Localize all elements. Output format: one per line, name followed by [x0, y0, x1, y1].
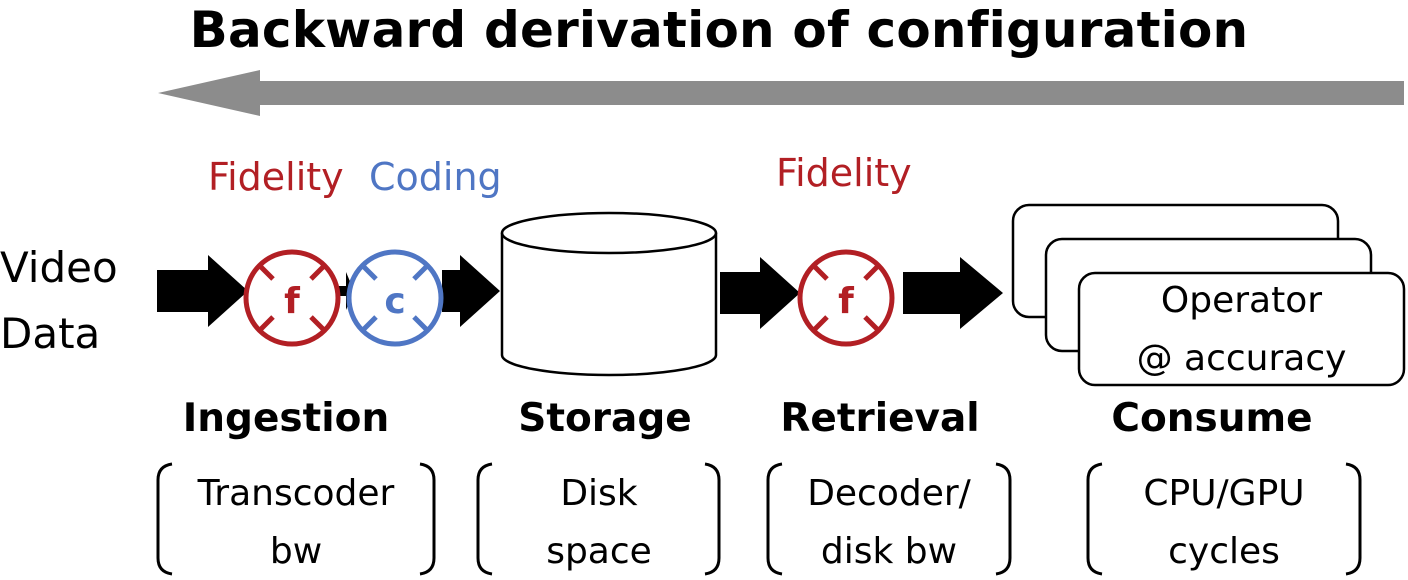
resource-retrieval-line1: Decoder/	[807, 473, 971, 514]
ingestion-coding-label: Coding	[369, 155, 502, 199]
stage-label-ingestion: Ingestion	[182, 396, 390, 441]
ingestion-coding-knob	[346, 249, 444, 347]
stage-label-storage: Storage	[518, 396, 692, 441]
backward-arrow	[158, 70, 1404, 116]
stage-label-consume: Consume	[1111, 396, 1313, 441]
ingestion-fidelity-knob	[243, 249, 341, 347]
storage-cylinder	[500, 211, 718, 377]
retrieval-fidelity-letter: f	[838, 281, 854, 322]
input-label-line2: Data	[0, 309, 101, 358]
operator-label: Operator	[1160, 280, 1323, 321]
resource-ingestion-line2: bw	[269, 531, 323, 572]
flow-arrow-to-consume	[903, 257, 1003, 329]
diagram-title: Backward derivation of configuration	[189, 1, 1249, 59]
ingestion-fidelity-label: Fidelity	[208, 155, 344, 199]
flow-arrow-to-retrieval	[720, 257, 800, 329]
flow-arrow-input	[157, 255, 248, 327]
resource-storage-line2: space	[546, 531, 652, 572]
resource-brackets	[156, 462, 1362, 576]
resource-retrieval-line2: disk bw	[820, 531, 958, 572]
resource-ingestion-line1: Transcoder	[197, 473, 395, 514]
operator-accuracy-label: @ accuracy	[1136, 338, 1347, 379]
retrieval-fidelity-knob	[797, 249, 895, 347]
ingestion-fidelity-letter: f	[284, 281, 300, 322]
resource-storage-line1: Disk	[560, 473, 638, 514]
resource-consume-line1: CPU/GPU	[1143, 473, 1305, 514]
ingestion-coding-letter: c	[384, 281, 406, 322]
operator-stack	[1011, 203, 1406, 387]
resource-consume-line2: cycles	[1168, 531, 1280, 572]
flow-arrow-to-storage	[442, 255, 500, 327]
retrieval-fidelity-label: Fidelity	[776, 151, 912, 195]
input-label-line1: Video	[0, 243, 118, 292]
stage-label-retrieval: Retrieval	[780, 396, 980, 441]
